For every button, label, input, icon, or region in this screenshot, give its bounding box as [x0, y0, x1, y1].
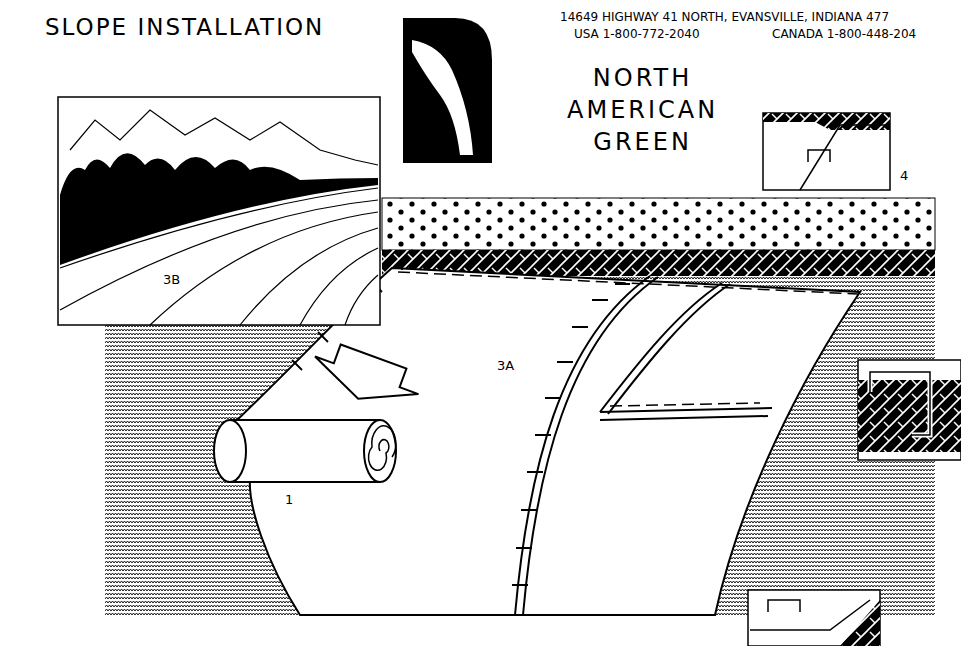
detail-inset [748, 360, 961, 646]
address: 14649 HIGHWAY 41 NORTH, EVANSVILLE, INDI… [560, 10, 889, 24]
inset-3b [58, 97, 380, 325]
phone-number: USA 1-800-772-2040 [574, 27, 700, 41]
title: SLOPE INSTALLATION [45, 14, 324, 40]
detail-inset [763, 113, 890, 190]
phone-number: CANADA 1-800-448-204 [772, 27, 916, 41]
callout-number: 3B [160, 272, 183, 287]
callout-number: 3A [494, 358, 517, 373]
callout-number: 4 [900, 168, 908, 183]
logo-text: NORTH AMERICAN GREEN [567, 62, 718, 158]
logo [403, 18, 492, 163]
blanket-roll [214, 420, 396, 482]
callout-number: 1 [282, 492, 296, 507]
